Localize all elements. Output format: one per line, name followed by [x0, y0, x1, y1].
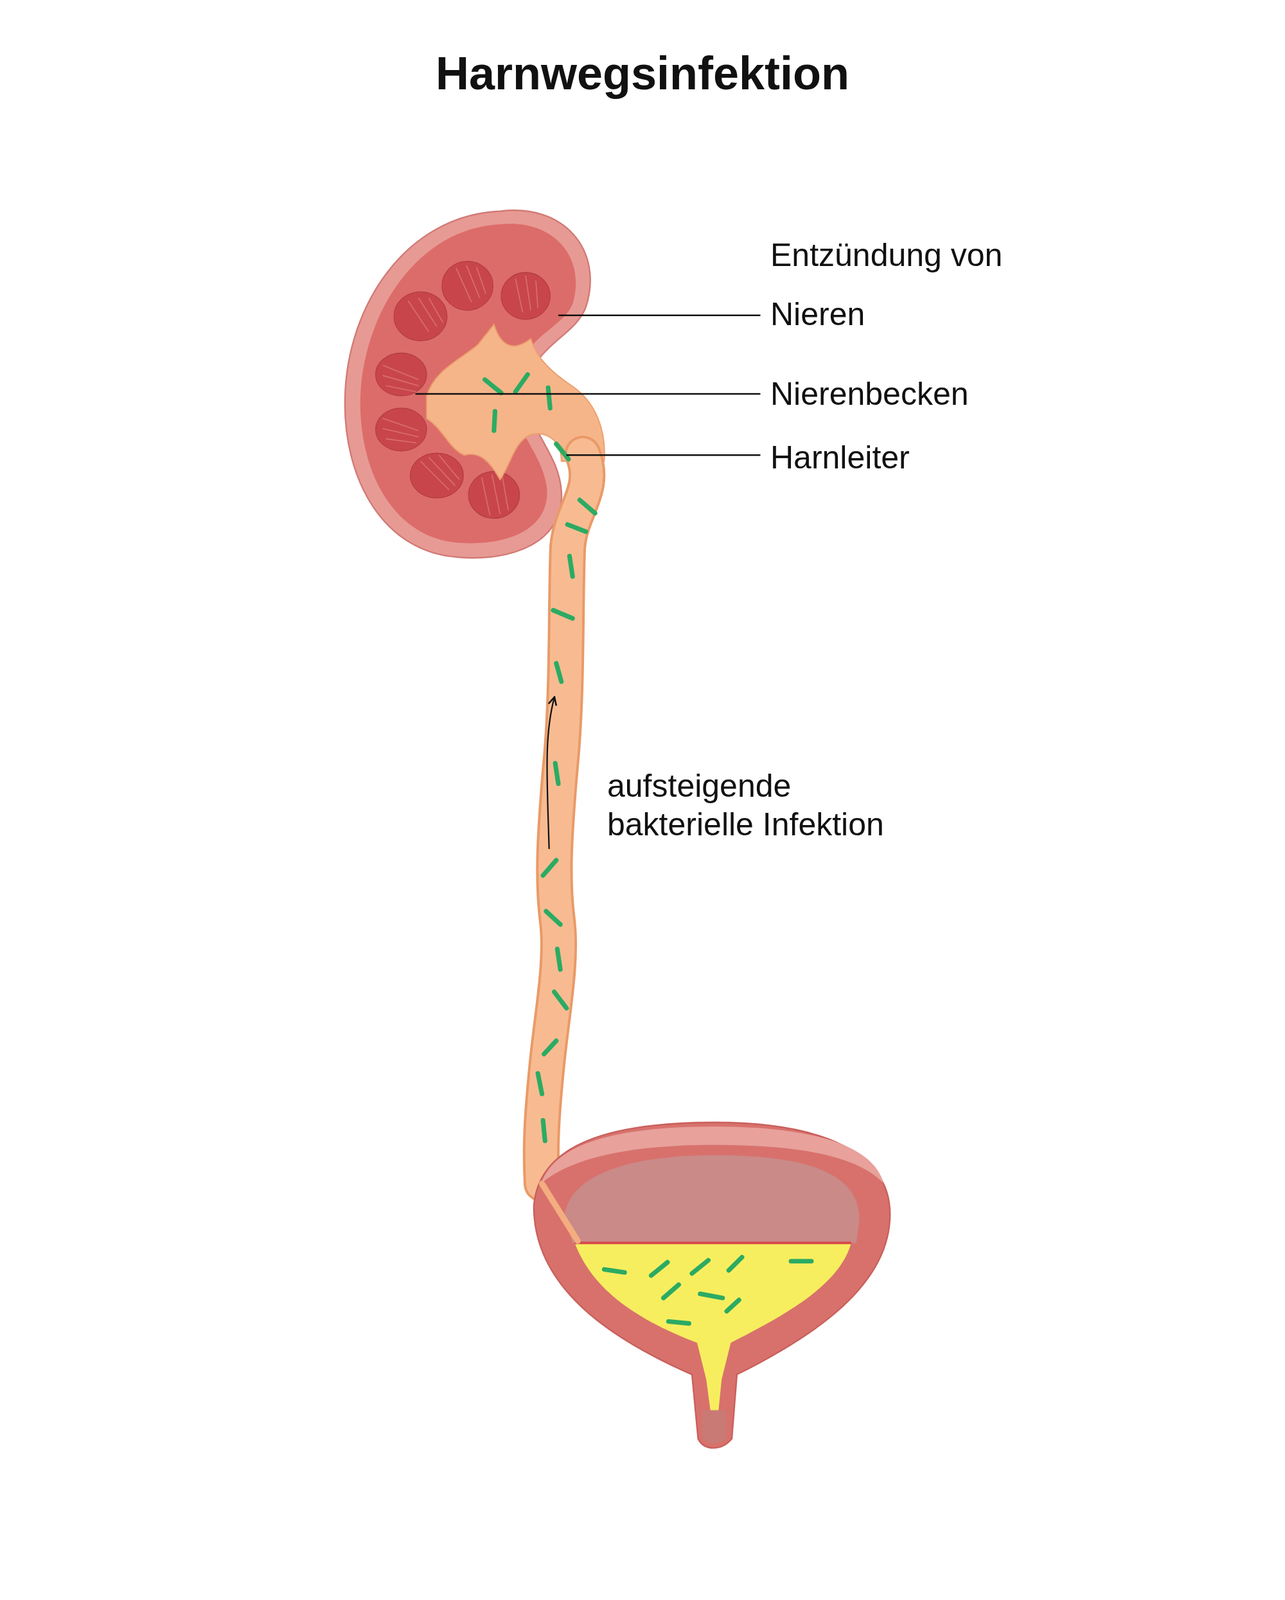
- part-label: Nieren: [770, 294, 865, 334]
- ureter: [540, 454, 587, 1184]
- leader-lines: [415, 315, 761, 456]
- annotation: aufsteigende bakterielle Infektion: [607, 766, 890, 844]
- ascent-arrow: [546, 697, 554, 849]
- bladder: [533, 1122, 890, 1449]
- diagram-title: Harnwegsinfektion: [0, 45, 1285, 101]
- part-label: Nierenbecken: [770, 374, 969, 414]
- callout-heading: Entzündung von: [770, 235, 1003, 275]
- bacteria: [485, 374, 812, 1324]
- part-label: Harnleiter: [770, 438, 910, 477]
